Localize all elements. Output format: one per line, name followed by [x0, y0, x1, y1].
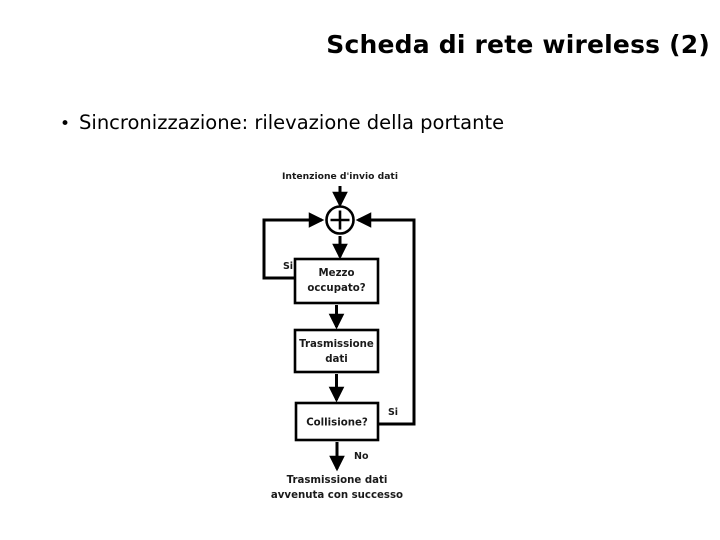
edge-collisione-yes-feedback	[355, 212, 416, 426]
node-trasmissione-dati	[293, 328, 380, 374]
flowchart-end-label-line2: avvenuta con successo	[271, 490, 403, 501]
node-mezzo-occupato-line2: occupato?	[307, 283, 365, 294]
node-collisione	[294, 401, 380, 442]
flowchart-end-label-line1: Trasmissione dati	[287, 475, 388, 486]
page-title: Scheda di rete wireless (2)	[326, 30, 710, 59]
node-trasmissione-dati-line2: dati	[325, 354, 348, 365]
branch-label-collisione-no: No	[354, 451, 369, 462]
node-mezzo-occupato	[293, 257, 380, 305]
node-trasmissione-dati-line1: Trasmissione	[299, 339, 374, 350]
bullet-item-label: Sincronizzazione: rilevazione della port…	[79, 111, 505, 134]
bullet-marker-icon: •	[60, 114, 71, 134]
bullet-list-item: • Sincronizzazione: rilevazione della po…	[60, 111, 504, 134]
branch-label-collisione-yes: Si	[388, 407, 398, 418]
csma-ca-flowchart: Intenzione d'invio dati Si Si Mezzo occu…	[250, 160, 440, 510]
flowchart-start-label: Intenzione d'invio dati	[282, 171, 398, 182]
branch-label-mezzo-yes: Si	[283, 261, 293, 272]
node-collisione-line1: Collisione?	[306, 418, 368, 429]
node-mezzo-occupato-line1: Mezzo	[319, 268, 355, 279]
